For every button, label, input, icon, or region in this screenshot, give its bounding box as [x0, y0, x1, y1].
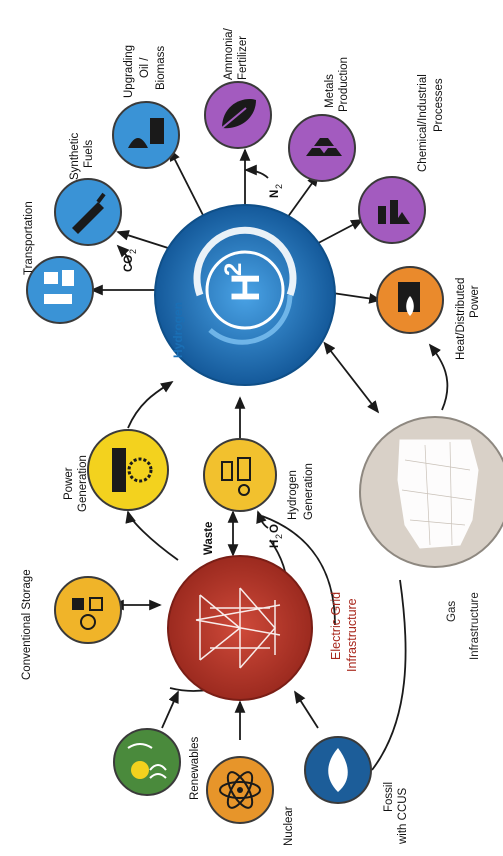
use-metals-production: Metals Production [288, 57, 356, 182]
arrow-fossil-to-grid [294, 690, 319, 729]
svg-text:2: 2 [128, 249, 138, 254]
svg-text:O: O [269, 524, 281, 533]
h2-symbol: H 2 [220, 263, 268, 302]
grid-label-line1: Electric Grid [329, 592, 343, 660]
metals-label-line2: Production [338, 57, 350, 112]
metal-ingots-icon [288, 114, 356, 182]
use-transportation: Transportation [23, 201, 94, 324]
hydrogen-generation-label-line2: Generation [303, 463, 315, 520]
arrow-hydrogen-gas [323, 341, 380, 414]
fossil-label-line1: Fossil [383, 782, 395, 812]
oil-biomass-icon [112, 101, 180, 169]
electric-grid-node: Electric Grid Infrastructure [167, 555, 359, 701]
arrow-power-to-hydrogen [127, 381, 174, 429]
fossil-label-line2: with CCUS [397, 787, 409, 845]
arrow-grid-to-power [125, 510, 179, 561]
power-tower-icon [195, 587, 281, 669]
use-synthetic-fuels: Synthetic Fuels [54, 132, 122, 246]
hydrogen-generation-label-line1: Hydrogen [287, 470, 299, 520]
hydrogen-circle [154, 204, 336, 386]
svg-text:H: H [269, 540, 281, 548]
gas-label-line1: Gas [446, 601, 458, 622]
renewables-label: Renewables [189, 736, 201, 800]
nuclear-label: Nuclear [283, 806, 295, 846]
metals-label-line1: Metals [324, 74, 336, 108]
renewables-icon [113, 728, 181, 796]
h2-ring [205, 250, 285, 330]
heat-label-line2: Power [469, 285, 481, 318]
use-heat-distributed-power: Heat/Distributed Power [376, 266, 481, 360]
svg-text:CO: CO [123, 255, 135, 272]
us-map-icon [397, 439, 479, 549]
h2o-label: H 2 O [269, 524, 284, 548]
power-generation-node: Power Generation [63, 429, 169, 512]
h2-swirl-inner [208, 294, 293, 345]
n2-label: N 2 [269, 184, 284, 198]
transportation-label: Transportation [23, 201, 35, 275]
gas-infrastructure-node: Gas Infrastructure [359, 416, 503, 660]
upgrading-label-line2: Oil / [139, 57, 151, 78]
line-fossil-to-gas [371, 579, 407, 771]
h2-symbol-subscript: 2 [220, 263, 247, 276]
h2-swirl [193, 226, 297, 297]
hydrogen-node: H 2 Hydrogen [154, 204, 336, 386]
use-chemical-industrial: Chemical/Industrial Processes [358, 74, 445, 244]
upgrading-label-line3: Biomass [155, 46, 167, 90]
source-renewables: Renewables [113, 728, 201, 800]
power-generation-label-line2: Generation [77, 455, 89, 512]
waste-label: Waste [203, 522, 215, 555]
hydrogen-generation-node: Hydrogen Generation [203, 438, 315, 520]
svg-text:2: 2 [274, 534, 284, 539]
chemical-label-line1: Chemical/Industrial [417, 74, 429, 172]
gas-label-line2: Infrastructure [469, 592, 481, 660]
line-gas-to-h2gen [261, 515, 336, 626]
storage-icon [54, 576, 122, 644]
ammonia-label-line2: Fertilizer [237, 36, 249, 80]
power-generation-label-line1: Power [63, 467, 75, 500]
heat-label-line1: Heat/Distributed [455, 278, 467, 360]
arrow-h2o-input [256, 510, 269, 529]
connectors [90, 148, 449, 771]
h2-symbol-h: H [224, 273, 268, 302]
use-ammonia-fertilizer: Ammonia/ Fertilizer [204, 27, 272, 149]
use-upgrading-oil-biomass: Upgrading Oil / Biomass [112, 45, 180, 169]
electrolyzer-icon [203, 438, 277, 512]
synthetic-fuels-label-line1: Synthetic [69, 132, 81, 180]
upgrading-label-line1: Upgrading [123, 45, 135, 98]
svg-text:N: N [269, 190, 281, 198]
arrow-renewables-to-grid [161, 690, 179, 729]
grid-label-line2: Infrastructure [345, 598, 359, 672]
storage-label: Conventional Storage [21, 569, 33, 680]
source-nuclear: Nuclear [206, 756, 295, 846]
svg-text:2: 2 [274, 184, 284, 189]
arrow-gas-to-heat [428, 343, 449, 411]
arrow-n2 [244, 164, 269, 179]
conventional-storage-node: Conventional Storage [21, 569, 122, 680]
vehicles-icon [26, 256, 94, 324]
hydrogen-label: Hydrogen [171, 302, 185, 358]
synthetic-fuels-label-line2: Fuels [83, 140, 95, 168]
co2-label: CO 2 [123, 249, 138, 272]
power-generation-icon [87, 429, 169, 511]
arrow-h2-to-oil [169, 148, 209, 226]
source-fossil: Fossil with CCUS [304, 736, 409, 845]
arrow-co2 [116, 244, 131, 266]
pipeline-lines [401, 441, 473, 546]
ammonia-label-line1: Ammonia/ [223, 27, 235, 80]
chemical-label-line2: Processes [433, 78, 445, 132]
